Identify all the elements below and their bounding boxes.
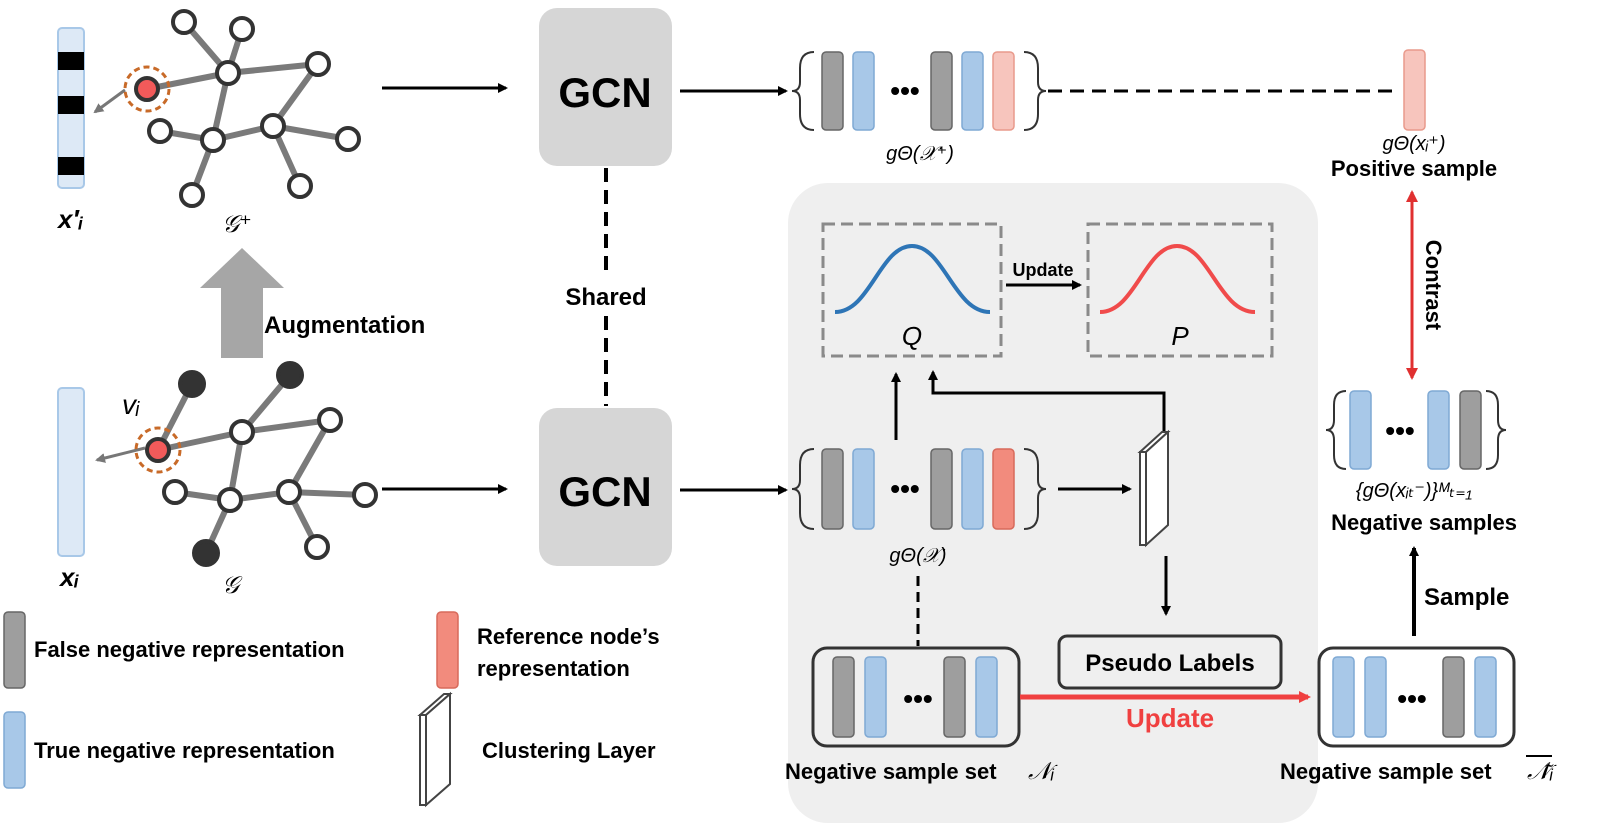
clustering-layer-icon	[1137, 429, 1171, 548]
q-curve	[834, 243, 991, 314]
g-theta-x-plus-label: gΘ(𝒳⁺)	[886, 143, 954, 165]
legend-swatch-false-negative	[3, 611, 26, 689]
x-i-label: xᵢ	[58, 562, 79, 592]
contrast-label: Contrast	[1421, 240, 1446, 331]
negative-samples-embeddings: •••	[1325, 390, 1507, 470]
q-label: Q	[902, 321, 922, 351]
gcn-top-label: GCN	[558, 69, 651, 116]
p-curve	[1099, 243, 1256, 314]
original-graph	[155, 372, 368, 556]
updated-negative-set-label: Negative sample set	[1280, 759, 1492, 784]
read-arrow-top	[93, 88, 126, 114]
embeddings-original-view: •••	[791, 448, 1047, 530]
update-red-label: Update	[1126, 703, 1214, 733]
augmented-graph	[144, 19, 351, 198]
pseudo-labels-box	[1057, 634, 1283, 690]
original-graph-nodes	[162, 361, 378, 567]
legend-clustering-layer-icon	[417, 691, 453, 808]
update-small-label: Update	[1012, 260, 1073, 280]
augmented-graph-nodes	[147, 9, 361, 208]
p-box	[1086, 222, 1274, 358]
gcn-box-bottom	[539, 408, 672, 566]
anchor-ring-bottom	[134, 426, 182, 474]
svg-text:•••: •••	[1397, 683, 1426, 714]
legend-true-negative-label: True negative representation	[34, 738, 335, 763]
read-arrow-bottom	[95, 446, 146, 463]
pseudo-labels-label: Pseudo Labels	[1085, 650, 1254, 677]
legend-clustering-layer-label: Clustering Layer	[482, 738, 656, 763]
n-i-label: 𝒩ᵢ	[1028, 758, 1058, 785]
positive-embedding	[1403, 49, 1426, 131]
arrow-clustering-to-q	[928, 370, 1166, 432]
g-theta-xi-plus-label: gΘ(xᵢ⁺)	[1382, 133, 1445, 155]
g-theta-x-label: gΘ(𝒳)	[889, 545, 946, 567]
svg-text:•••: •••	[890, 75, 919, 106]
legend-swatch-true-negative	[3, 711, 26, 789]
negative-samples-label: Negative samples	[1331, 510, 1517, 535]
shared-label: Shared	[565, 284, 646, 311]
n-i-tilde-label: 𝒩̃ᵢ	[1527, 758, 1557, 785]
positive-sample-label: Positive sample	[1331, 156, 1497, 181]
negative-set-embeddings: •••	[832, 656, 998, 738]
p-label: P	[1171, 321, 1189, 351]
feature-vector-x-prime	[57, 27, 85, 189]
svg-text:•••: •••	[1385, 415, 1414, 446]
sample-label: Sample	[1424, 584, 1509, 611]
legend-false-negative-label: False negative representation	[34, 637, 345, 662]
updated-negative-set-embeddings: •••	[1332, 656, 1497, 738]
neg-set-formula-label: {gΘ(xᵢₜ⁻)}ᴹₜ₌₁	[1356, 480, 1472, 502]
g-plus-label: 𝒢⁺	[222, 211, 252, 238]
augmentation-arrow	[200, 248, 284, 358]
v-i-label: vᵢ	[122, 389, 140, 420]
anchor-node-bottom	[145, 437, 171, 463]
anchor-ring-top	[123, 65, 171, 113]
legend-reference-label: Reference node’s	[477, 624, 660, 649]
embeddings-positive-view: •••	[791, 51, 1047, 131]
gcn-box-top	[539, 8, 672, 166]
x-prime-i-label: x′ᵢ	[56, 204, 84, 234]
g-label: 𝒢	[222, 572, 243, 599]
svg-text:•••: •••	[903, 683, 932, 714]
gcn-bottom-label: GCN	[558, 468, 651, 515]
feature-vector-x	[57, 387, 85, 557]
anchor-node-top	[134, 76, 160, 102]
svg-text:•••: •••	[890, 473, 919, 504]
augmentation-label: Augmentation	[264, 312, 425, 339]
q-box	[821, 222, 1003, 358]
legend-swatch-reference	[436, 611, 459, 689]
legend-reference-label-2: representation	[477, 656, 630, 681]
negative-set-label: Negative sample set	[785, 759, 997, 784]
